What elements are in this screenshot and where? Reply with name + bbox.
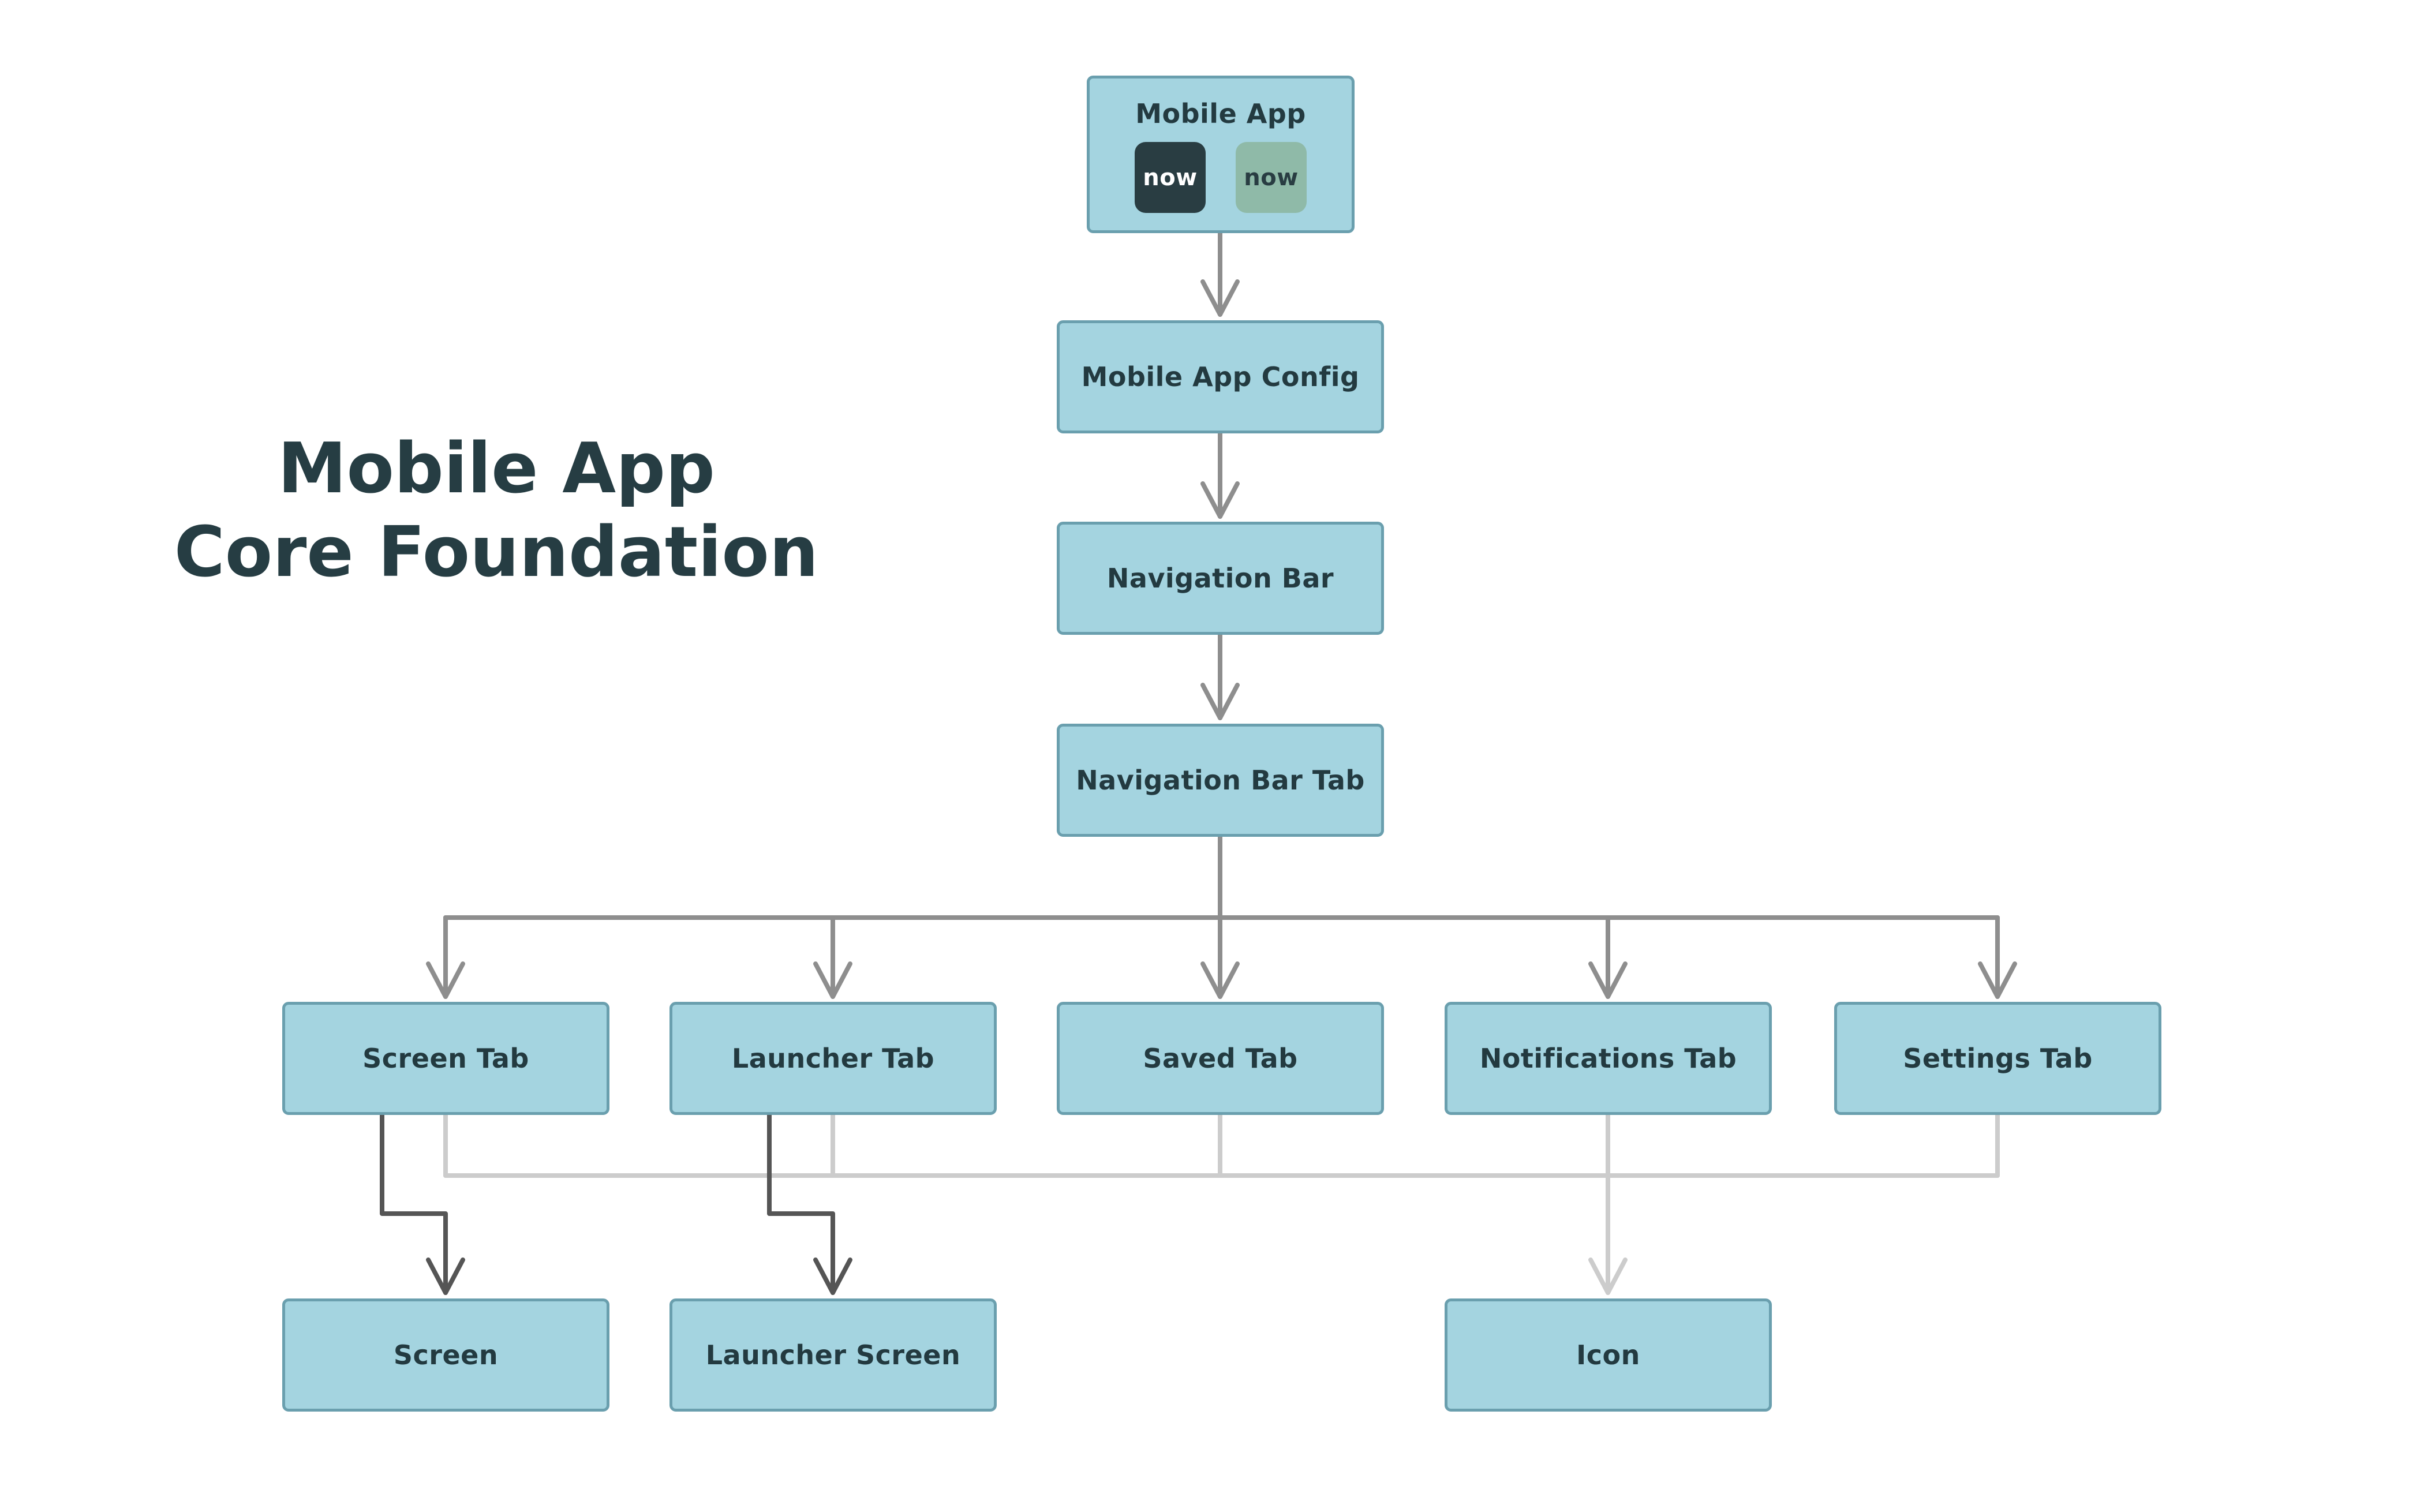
node-launcher-screen[interactable]: Launcher Screen xyxy=(669,1298,997,1412)
arrowhead-notifications-tab xyxy=(1588,961,1628,999)
node-settings-tab-label: Settings Tab xyxy=(1903,1043,2093,1074)
now-logo-dark-icon: now xyxy=(1135,142,1206,213)
node-saved-tab-label: Saved Tab xyxy=(1143,1043,1298,1074)
node-launcher-tab-label: Launcher Tab xyxy=(731,1043,935,1074)
node-launcher-tab[interactable]: Launcher Tab xyxy=(669,1002,997,1115)
node-saved-tab[interactable]: Saved Tab xyxy=(1057,1002,1384,1115)
connector-screen-tab-to-screen xyxy=(380,1110,448,1295)
diagram-title-line1: Mobile App xyxy=(278,429,715,509)
node-mobile-app[interactable]: Mobile App now now xyxy=(1087,76,1355,233)
node-icon-label: Icon xyxy=(1576,1339,1640,1371)
node-mobile-app-label: Mobile App xyxy=(1135,98,1306,129)
diagram-title: Mobile App Core Foundation xyxy=(162,427,831,594)
node-navigation-bar-tab-label: Navigation Bar Tab xyxy=(1076,765,1365,796)
logo-group: now now xyxy=(1135,142,1307,213)
arrowhead-settings-tab xyxy=(1978,961,2017,999)
arrowhead-navtab xyxy=(1200,683,1240,720)
now-logo-light-icon: now xyxy=(1236,142,1307,213)
diagram-title-line2: Core Foundation xyxy=(174,512,819,593)
node-navigation-bar[interactable]: Navigation Bar xyxy=(1057,522,1384,635)
arrowhead-navbar xyxy=(1200,481,1240,519)
arrowhead-screen xyxy=(426,1257,465,1295)
node-mobile-app-config[interactable]: Mobile App Config xyxy=(1057,320,1384,433)
connector-launcher-tab-to-launcher-screen xyxy=(767,1110,835,1295)
node-screen[interactable]: Screen xyxy=(282,1298,609,1412)
arrowhead-icon xyxy=(1588,1257,1628,1295)
arrowhead-launcher-tab xyxy=(813,961,852,999)
node-launcher-screen-label: Launcher Screen xyxy=(705,1339,961,1371)
arrowhead-config xyxy=(1200,279,1240,317)
arrowhead-screen-tab xyxy=(426,961,465,999)
node-icon[interactable]: Icon xyxy=(1445,1298,1772,1412)
node-navigation-bar-label: Navigation Bar xyxy=(1106,563,1334,594)
node-navigation-bar-tab[interactable]: Navigation Bar Tab xyxy=(1057,724,1384,837)
node-screen-tab-label: Screen Tab xyxy=(362,1043,529,1074)
node-screen-tab[interactable]: Screen Tab xyxy=(282,1002,609,1115)
node-notifications-tab[interactable]: Notifications Tab xyxy=(1445,1002,1772,1115)
node-mobile-app-config-label: Mobile App Config xyxy=(1081,361,1360,392)
node-notifications-tab-label: Notifications Tab xyxy=(1479,1043,1737,1074)
arrowhead-saved-tab xyxy=(1200,961,1240,999)
node-screen-label: Screen xyxy=(393,1339,499,1371)
node-settings-tab[interactable]: Settings Tab xyxy=(1834,1002,2161,1115)
arrowhead-launcher-screen xyxy=(813,1257,852,1295)
